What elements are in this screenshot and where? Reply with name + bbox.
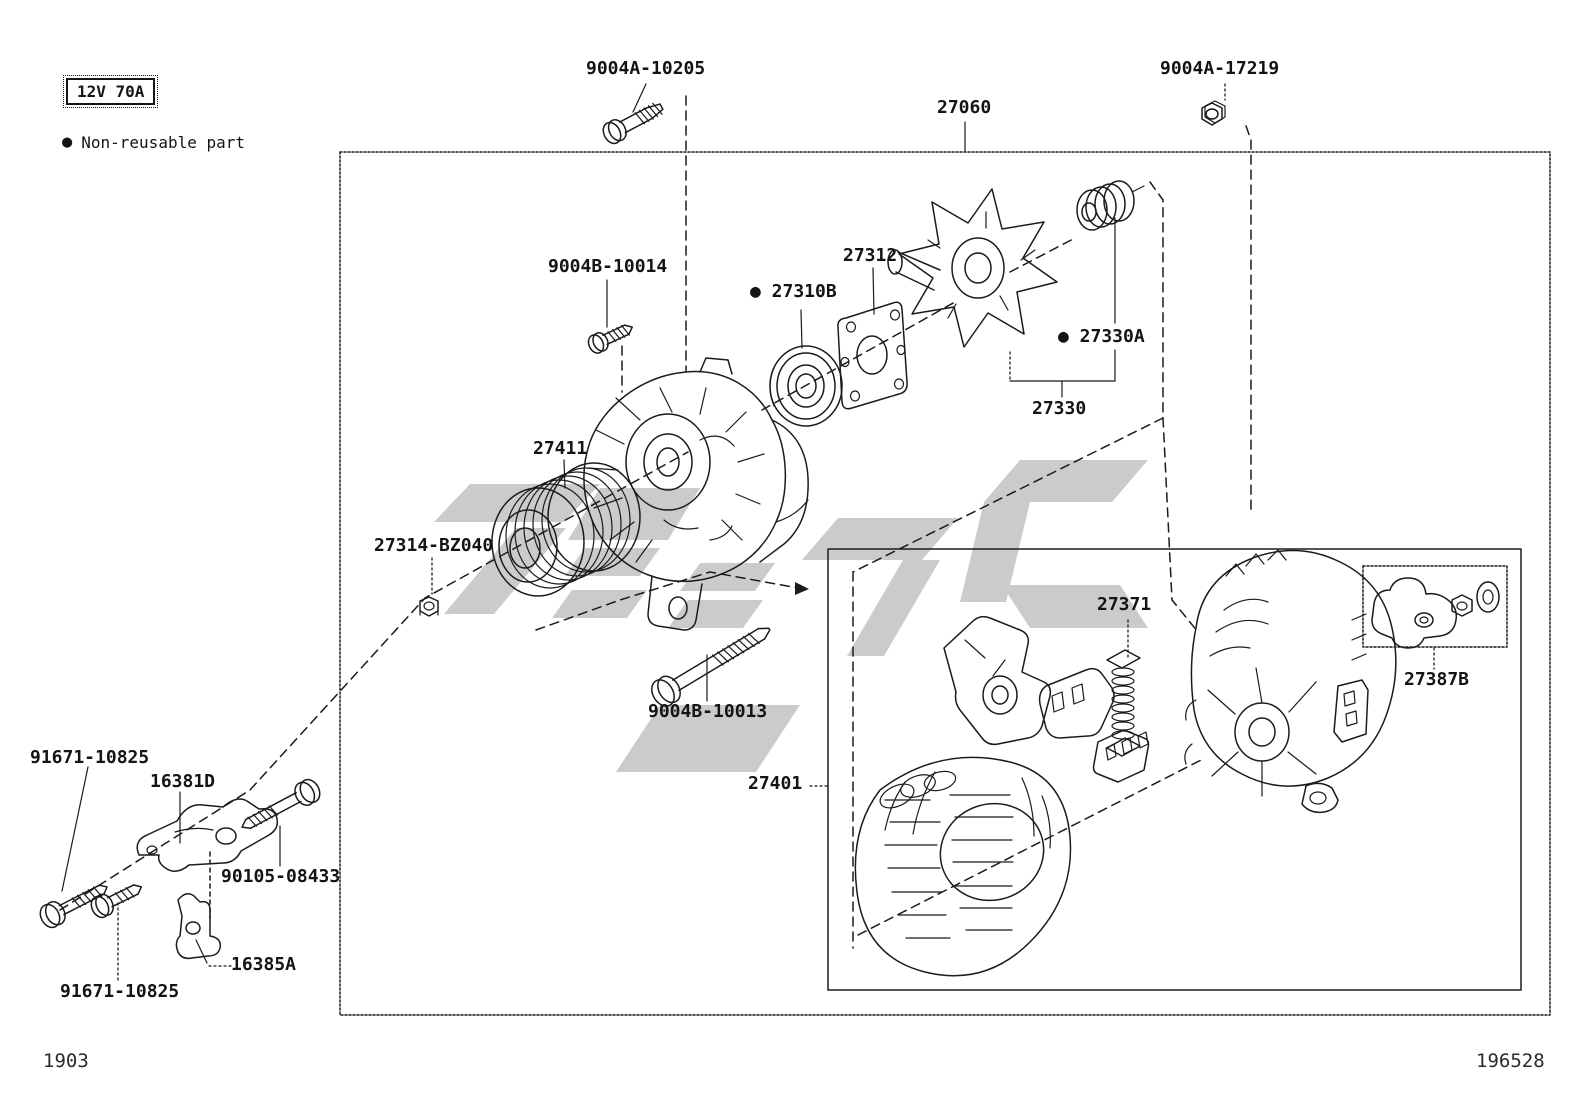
nut-9004a-17219-drawing [1201,100,1226,126]
part-label-9004b-10013[interactable]: 9004B-10013 [648,701,768,722]
legend-non-reusable: ● Non-reusable part [62,133,245,152]
part-label-27060[interactable]: 27060 [937,97,992,118]
front-housing-drawing [583,357,809,631]
spec-box: 12V 70A [63,75,159,108]
plate-27312-drawing [837,301,908,410]
slip-ring-bearing-27330a-drawing [1076,180,1145,231]
part-label-27401[interactable]: 27401 [748,773,803,794]
rear-housing-drawing [1184,549,1397,814]
non-reusable-bullet-icon: ● [62,132,73,152]
bracket-16381d-drawing [136,798,279,872]
bolt-9004a-10205-drawing [602,102,664,145]
bolt-9004b-10013-drawing [651,627,771,707]
part-label-9004b-10014[interactable]: 9004B-10014 [548,256,668,277]
part-label-27314-bz040[interactable]: 27314-BZ040 [374,535,494,556]
construction-lines [59,95,1252,949]
watermark-logo [434,460,1148,772]
regulator-brush-cluster-drawing [943,615,1150,783]
part-label-27330a[interactable]: ● 27330A [1058,326,1145,347]
bearing-27310b-drawing [769,345,843,427]
bracket-16385a-drawing [175,893,222,960]
spec-label: 12V 70A [66,78,156,105]
part-label-9004a-17219[interactable]: 9004A-17219 [1160,58,1280,79]
part-label-27371[interactable]: 27371 [1097,594,1152,615]
bolt-91671-10825-b-drawing [90,884,143,919]
part-label-16385a[interactable]: 16385A [231,954,297,975]
leader-lines [61,83,1435,982]
bolt-90105-08433-drawing [241,778,321,830]
part-label-90105-08433[interactable]: 90105-08433 [221,866,341,887]
nut-27314-bz040-drawing [419,596,439,617]
part-label-27330[interactable]: 27330 [1032,398,1087,419]
rotor-27330-drawing [887,188,1058,348]
footer-figure-number: 196528 [1476,1050,1545,1072]
brush-spring-27371-drawing [1106,649,1141,757]
legend-text: Non-reusable part [81,133,246,152]
stator-drawing [854,756,1072,977]
part-label-91671-10825-a[interactable]: 91671-10825 [30,747,150,768]
part-label-16381d[interactable]: 16381D [150,771,216,792]
part-label-27411[interactable]: 27411 [533,438,588,459]
footer-page-number: 1903 [43,1050,89,1072]
part-label-27387b[interactable]: 27387B [1404,669,1470,690]
pulley-27411-drawing [491,462,641,597]
part-label-91671-10825-b[interactable]: 91671-10825 [60,981,180,1002]
outer-assembly-box [339,151,1551,1016]
part-label-9004a-10205[interactable]: 9004A-10205 [586,58,706,79]
part-label-27312[interactable]: 27312 [843,245,898,266]
inner-rear-assembly-box [827,548,1522,991]
bolt-91671-10825-a-drawing [39,884,108,929]
bolt-9004b-10014-drawing [587,324,634,354]
bearing-retainer-sub-box [1362,565,1508,648]
bearing-retainer-27387b-drawing [1371,577,1500,649]
part-label-27310b[interactable]: ● 27310B [750,281,837,302]
